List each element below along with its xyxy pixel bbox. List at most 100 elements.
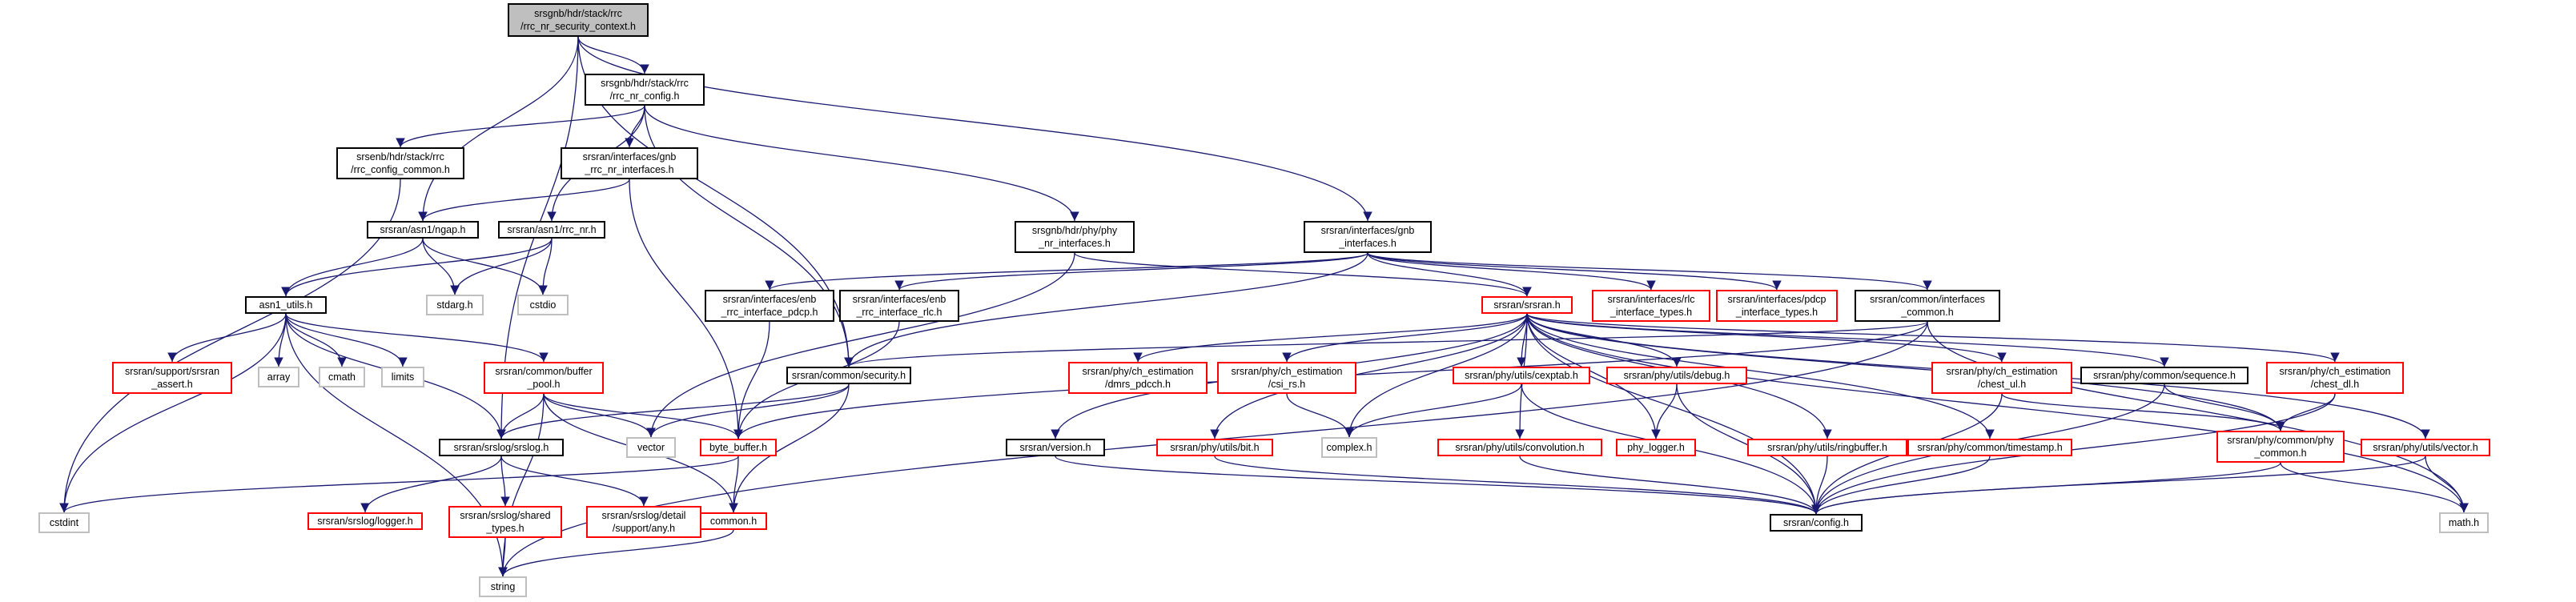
- node-rrc-nr[interactable]: srsran/asn1/rrc_nr.h: [498, 221, 605, 239]
- node-detail-any[interactable]: srsran/srslog/detail /support/any.h: [586, 506, 701, 538]
- node-complex: complex.h: [1321, 437, 1377, 458]
- edge-interfaces-common-to-security: [844, 321, 1928, 367]
- edge-srsran-h-to-dmrs-pdcch: [1133, 313, 1528, 363]
- node-gnb-rrc-nr-interfaces[interactable]: srsran/interfaces/gnb _rrc_nr_interfaces…: [561, 147, 698, 179]
- node-timestamp[interactable]: srsran/phy/common/timestamp.h: [1907, 439, 2072, 456]
- node-version[interactable]: srsran/version.h: [1006, 439, 1105, 456]
- node-enb-rrc-interface-pdcp[interactable]: srsran/interfaces/enb _rrc_interface_pdc…: [705, 290, 834, 322]
- edge-rrc-nr-to-cstdio: [538, 238, 553, 295]
- node-srsran-h[interactable]: srsran/srsran.h: [1481, 296, 1573, 314]
- node-srslog[interactable]: srsran/srslog/srslog.h: [439, 439, 564, 456]
- node-chest-ul[interactable]: srsran/phy/ch_estimation /chest_ul.h: [1931, 362, 2072, 394]
- edge-srsran-h-to-sequence: [1526, 313, 2169, 367]
- edge-phy-nr-interfaces-to-vector: [646, 252, 1075, 438]
- edge-srsran-h-to-timestamp: [1526, 313, 1995, 439]
- edge-root-to-ngap: [418, 36, 579, 222]
- node-csi-rs[interactable]: srsran/phy/ch_estimation /csi_rs.h: [1217, 362, 1356, 394]
- edge-rrc-nr-to-stdarg: [450, 238, 553, 295]
- node-ngap[interactable]: srsran/asn1/ngap.h: [367, 221, 479, 239]
- node-array: array: [258, 367, 299, 387]
- node-phy-common[interactable]: srsran/phy/common/phy _common.h: [2216, 431, 2345, 463]
- edge-utils-vector-to-math: [2425, 456, 2469, 513]
- edge-byte-buffer-to-cstdint: [59, 456, 739, 513]
- node-sequence[interactable]: srsran/phy/common/sequence.h: [2080, 367, 2248, 384]
- edge-csi-rs-to-complex: [1286, 393, 1354, 438]
- edge-debug-to-phy-logger: [1651, 383, 1678, 439]
- node-srsran-assert[interactable]: srsran/support/srsran _assert.h: [112, 362, 232, 394]
- edge-rrc-nr-config-to-gnb-rrc-nr-interfaces: [625, 105, 645, 148]
- node-cexptab[interactable]: srsran/phy/utils/cexptab.h: [1453, 367, 1590, 384]
- edge-byte-buffer-to-common-h: [729, 456, 739, 513]
- edge-rrc-nr-config-to-rrc-config-common: [396, 105, 645, 148]
- edge-buffer-pool-to-vector: [543, 393, 656, 438]
- edge-gnb-interfaces-to-rlc-interface-types: [1367, 252, 1656, 291]
- node-byte-buffer[interactable]: byte_buffer.h: [700, 439, 777, 456]
- edge-gnb-rrc-nr-interfaces-to-ngap: [418, 179, 630, 222]
- node-enb-rrc-interface-rlc[interactable]: srsran/interfaces/enb _rrc_interface_rlc…: [839, 290, 959, 322]
- node-root: srsgnb/hdr/stack/rrc /rrc_nr_security_co…: [508, 3, 649, 37]
- edge-rrc-nr-config-to-phy-nr-interfaces: [644, 105, 1079, 222]
- edge-gnb-rrc-nr-interfaces-to-byte-buffer: [629, 179, 743, 439]
- node-chest-dl[interactable]: srsran/phy/ch_estimation /chest_dl.h: [2266, 362, 2404, 394]
- edge-utils-vector-to-config: [1811, 456, 2426, 515]
- node-phy-nr-interfaces[interactable]: srsgnb/hdr/phy/phy _nr_interfaces.h: [1015, 221, 1135, 253]
- edge-srsran-h-to-config: [1526, 313, 1821, 515]
- edge-srsran-h-to-phy-logger: [1526, 313, 1661, 439]
- node-utils-vector[interactable]: srsran/phy/utils/vector.h: [2361, 439, 2490, 456]
- edge-chest-dl-to-phy-common: [2276, 393, 2336, 431]
- edge-gnb-interfaces-to-enb-rrc-interface-pdcp: [765, 252, 1368, 291]
- edge-version-to-config: [1055, 456, 1821, 515]
- edge-root-to-gnb-interfaces: [577, 36, 1372, 222]
- edge-ngap-to-cstdio: [422, 238, 548, 295]
- node-debug[interactable]: srsran/phy/utils/debug.h: [1606, 367, 1747, 384]
- node-common-h[interactable]: common.h: [700, 512, 767, 530]
- edge-asn1-utils-to-limits: [285, 313, 408, 367]
- edge-cexptab-to-complex: [1344, 383, 1522, 438]
- node-phy-logger[interactable]: phy_logger.h: [1616, 439, 1696, 456]
- node-buffer-pool[interactable]: srsran/common/buffer _pool.h: [484, 362, 604, 394]
- edge-gnb-interfaces-to-interfaces-common: [1367, 252, 1932, 291]
- node-rlc-interface-types[interactable]: srsran/interfaces/rlc _interface_types.h: [1592, 290, 1710, 322]
- node-security[interactable]: srsran/common/security.h: [786, 367, 911, 384]
- edge-enb-rrc-interface-pdcp-to-byte-buffer: [733, 321, 770, 439]
- node-dmrs-pdcch[interactable]: srsran/phy/ch_estimation /dmrs_pdcch.h: [1068, 362, 1208, 394]
- edge-chest-ul-to-phy-common: [2001, 393, 2285, 431]
- node-convolution[interactable]: srsran/phy/utils/convolution.h: [1437, 439, 1602, 456]
- node-logger[interactable]: srsran/srslog/logger.h: [307, 512, 423, 530]
- edge-security-to-common-h: [729, 383, 850, 513]
- edge-asn1-utils-to-srsran-assert: [167, 313, 287, 363]
- node-gnb-interfaces[interactable]: srsran/interfaces/gnb _interfaces.h: [1304, 221, 1432, 253]
- node-asn1-utils[interactable]: asn1_utils.h: [245, 296, 327, 314]
- edge-rrc-nr-to-asn1-utils: [281, 238, 553, 297]
- node-rrc-config-common[interactable]: srsenb/hdr/stack/rrc /rrc_config_common.…: [336, 147, 464, 179]
- edge-gnb-interfaces-to-pdcp-interface-types: [1367, 252, 1782, 291]
- edge-security-to-srslog: [496, 383, 850, 439]
- edge-srsran-h-to-math: [1526, 313, 2469, 513]
- edge-root-to-rrc-nr-config: [577, 36, 649, 74]
- node-rrc-nr-config[interactable]: srsgnb/hdr/stack/rrc /rrc_nr_config.h: [585, 74, 705, 106]
- edge-srslog-to-logger: [360, 456, 502, 513]
- edge-chest-dl-to-config: [1811, 393, 2336, 515]
- node-config[interactable]: srsran/config.h: [1770, 514, 1863, 532]
- node-bit[interactable]: srsran/phy/utils/bit.h: [1156, 439, 1273, 456]
- node-pdcp-interface-types[interactable]: srsran/interfaces/pdcp _interface_types.…: [1716, 290, 1838, 322]
- node-shared-types[interactable]: srsran/srslog/shared _types.h: [448, 506, 562, 538]
- node-interfaces-common[interactable]: srsran/common/interfaces _common.h: [1855, 290, 2000, 322]
- edge-rrc-nr-config-to-security: [644, 105, 854, 367]
- edge-gnb-interfaces-to-enb-rrc-interface-rlc: [894, 252, 1368, 291]
- node-cstdio: cstdio: [517, 295, 569, 315]
- edge-asn1-utils-to-buffer-pool: [285, 313, 549, 363]
- node-cmath: cmath: [319, 367, 365, 387]
- edge-convolution-to-config: [1519, 456, 1821, 515]
- edge-srsran-h-to-csi-rs: [1282, 313, 1528, 363]
- edge-srslog-to-detail-any: [500, 456, 649, 507]
- edge-bit-to-config: [1214, 456, 1821, 515]
- node-ringbuffer[interactable]: srsran/phy/utils/ringbuffer.h: [1747, 439, 1907, 456]
- edge-ngap-to-asn1-utils: [281, 238, 424, 297]
- node-limits: limits: [381, 367, 424, 387]
- edge-buffer-pool-to-byte-buffer: [543, 393, 743, 439]
- edge-common-h-to-string: [498, 529, 734, 577]
- edge-phy-common-to-math: [2280, 462, 2469, 513]
- edge-gnb-interfaces-to-srsran-h: [1367, 252, 1532, 297]
